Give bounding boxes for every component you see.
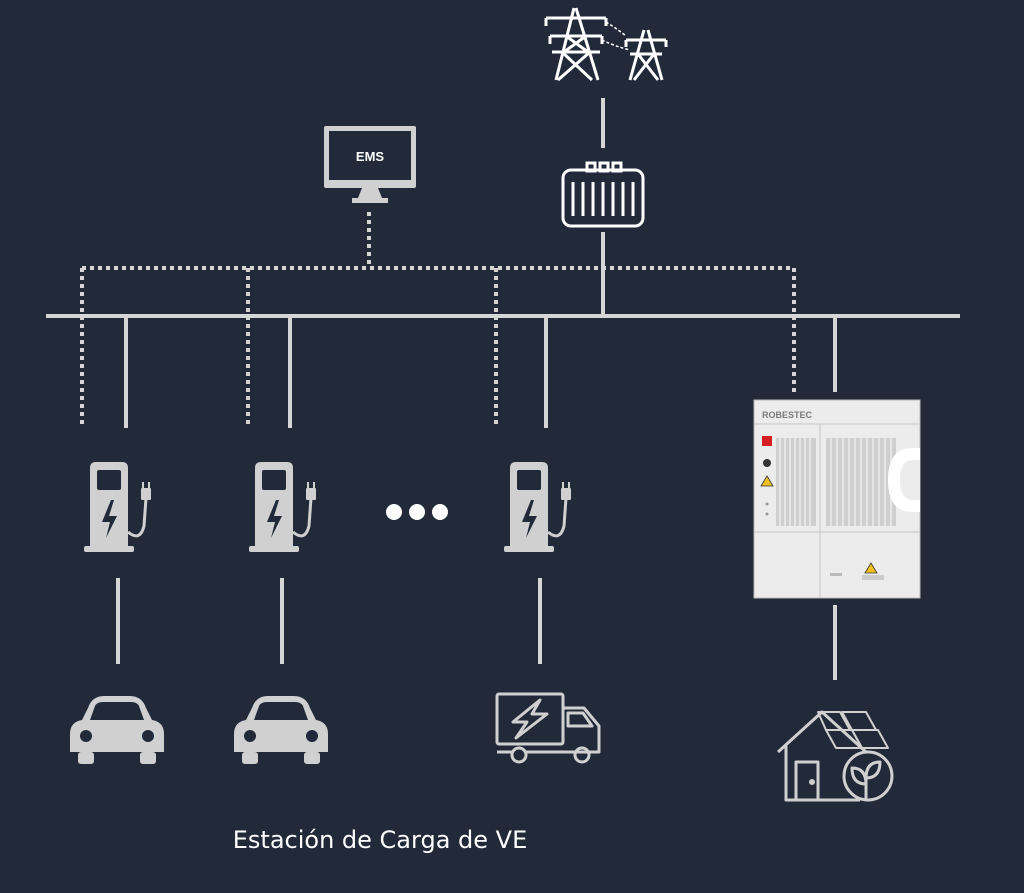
- electric-truck-icon: [495, 692, 601, 764]
- car-icon: [234, 696, 328, 764]
- diagram-caption: Estación de Carga de VE: [232, 826, 528, 854]
- battery-storage-cabinet: ROBESTEC: [753, 399, 921, 599]
- ems-label: EMS: [356, 149, 385, 164]
- ellipsis-icon: [386, 504, 448, 520]
- ev-charger-icon: [247, 460, 318, 554]
- car-icon: [70, 696, 164, 764]
- transmission-tower-icon: [544, 7, 668, 82]
- communication-network: [80, 212, 796, 428]
- cabinet-brand-label: ROBESTEC: [762, 410, 813, 420]
- solar-house-icon: [776, 710, 894, 802]
- ev-charger-icon: [82, 460, 153, 554]
- ev-charger-icon: [502, 460, 573, 554]
- power-lines: [116, 98, 837, 680]
- transformer-icon: [561, 161, 645, 228]
- ems-monitor-icon: EMS: [324, 126, 416, 203]
